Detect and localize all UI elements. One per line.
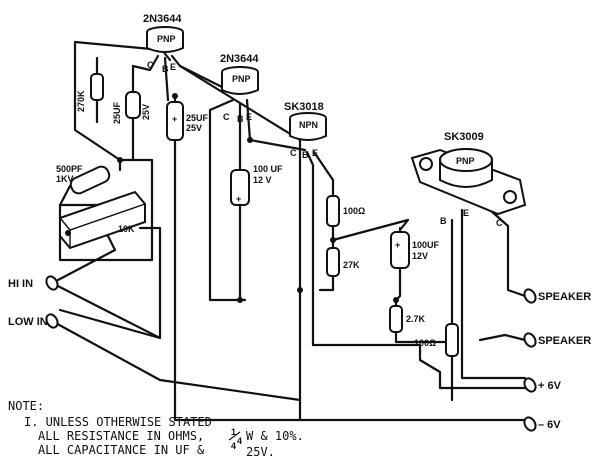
q2-type-label: PNP: [232, 74, 251, 84]
r100-1-label: 100Ω: [343, 206, 365, 216]
minus-6v-label: – 6V: [538, 419, 561, 431]
c25uf-1-value: 25UF: [112, 101, 122, 124]
q2-part-label: 2N3644: [220, 53, 259, 65]
capacitor-100uf-2: + 100UF 12V: [390, 231, 440, 269]
resistor-100-ohm-1: 100Ω: [326, 195, 365, 227]
wiring: [50, 40, 527, 422]
note-block: NOTE: I. UNLESS OTHERWISE STATED ALL RES…: [8, 399, 304, 459]
transistor-q2: 2N3644 PNP C B E: [220, 53, 259, 124]
transistor-q3: SK3018 NPN C B E: [284, 101, 327, 160]
hi-in-label: HI IN: [8, 278, 33, 290]
c25uf-2-plus: +: [172, 114, 177, 124]
plus-6v-label: + 6V: [538, 380, 562, 392]
note-line1: I. UNLESS OTHERWISE STATED: [24, 415, 212, 429]
resistor-27k: 27K: [326, 247, 360, 277]
terminal-speaker-1: SPEAKER: [523, 288, 591, 304]
note-line2b: W & 10%.: [246, 429, 304, 443]
speaker-2-label: SPEAKER: [538, 335, 591, 347]
q1-pin-c: C: [147, 60, 154, 70]
c100uf-2-voltage: 12V: [412, 251, 428, 261]
q2-pin-e: E: [246, 112, 252, 122]
q2-pin-b: B: [237, 114, 244, 124]
c500pf-value: 500PF: [56, 164, 83, 174]
note-line3: ALL CAPACITANCE IN UF &: [38, 443, 205, 457]
capacitor-500pf: 500PF 1KV: [56, 164, 111, 195]
c100uf-1-value: 100 UF: [253, 164, 283, 174]
q4-pin-b: B: [440, 216, 447, 226]
r270k-label: 270K: [76, 90, 86, 112]
c100uf-2-value: 100UF: [412, 240, 440, 250]
q4-type-label: PNP: [456, 156, 475, 166]
q4-pin-c: C: [496, 218, 503, 228]
potentiometer-10k: 10K: [59, 190, 146, 250]
speaker-1-label: SPEAKER: [538, 291, 591, 303]
q4-part-label: SK3009: [444, 131, 484, 143]
note-line2: ALL RESISTANCE IN OHMS,: [38, 429, 204, 443]
note-line3-fraction-echo: 4: [231, 441, 236, 451]
c100uf-2-plus: +: [395, 240, 400, 250]
q4-pin-e: E: [463, 208, 469, 218]
terminal-plus-6v: + 6V: [523, 377, 562, 393]
low-in-label: LOW IN: [8, 316, 48, 328]
c100uf-1-voltage: 12 V: [253, 175, 272, 185]
transistor-q1: 2N3644 PNP C B E: [143, 13, 184, 74]
c25uf-2-value: 25UF: [186, 113, 209, 123]
q3-part-label: SK3018: [284, 101, 324, 113]
r2-7k-label: 2.7K: [406, 314, 426, 324]
q1-type-label: PNP: [157, 34, 176, 44]
resistor-100-ohm-2: 100Ω: [414, 323, 459, 357]
terminal-low-in: LOW IN: [8, 313, 59, 329]
c500pf-voltage: 1KV: [56, 174, 74, 184]
terminal-speaker-2: SPEAKER: [523, 332, 591, 348]
q2-pin-c: C: [223, 112, 230, 122]
note-fraction-numerator: 1: [231, 427, 236, 437]
q3-pin-e: E: [312, 148, 318, 158]
capacitor-25uf-1: 25UF 25V: [112, 91, 151, 124]
capacitor-25uf-2: + 25UF 25V: [166, 101, 209, 141]
note-fraction-denominator: 4: [237, 436, 242, 446]
q1-part-label: 2N3644: [143, 13, 182, 25]
pot10k-label: 10K: [118, 224, 135, 234]
r27k-label: 27K: [343, 260, 360, 270]
note-heading: NOTE:: [8, 399, 44, 413]
q3-pin-b: B: [302, 150, 309, 160]
c100uf-1-plus: +: [236, 194, 241, 204]
q3-pin-c: C: [290, 148, 297, 158]
q1-pin-e: E: [170, 62, 176, 72]
c25uf-1-voltage: 25V: [141, 104, 151, 120]
terminal-hi-in: HI IN: [8, 275, 59, 291]
r100-2-label: 100Ω: [414, 338, 436, 348]
resistor-2-7k: 2.7K: [389, 305, 426, 333]
note-line3b: 25V.: [246, 445, 275, 459]
c25uf-2-voltage: 25V: [186, 123, 202, 133]
resistor-270k: 270K: [76, 73, 104, 112]
q3-type-label: NPN: [299, 120, 318, 130]
capacitor-100uf-1: + 100 UF 12 V: [230, 164, 283, 206]
terminal-minus-6v: – 6V: [523, 416, 561, 432]
transistor-q4: SK3009 PNP B E C: [410, 131, 527, 228]
q1-pin-b: B: [162, 64, 169, 74]
